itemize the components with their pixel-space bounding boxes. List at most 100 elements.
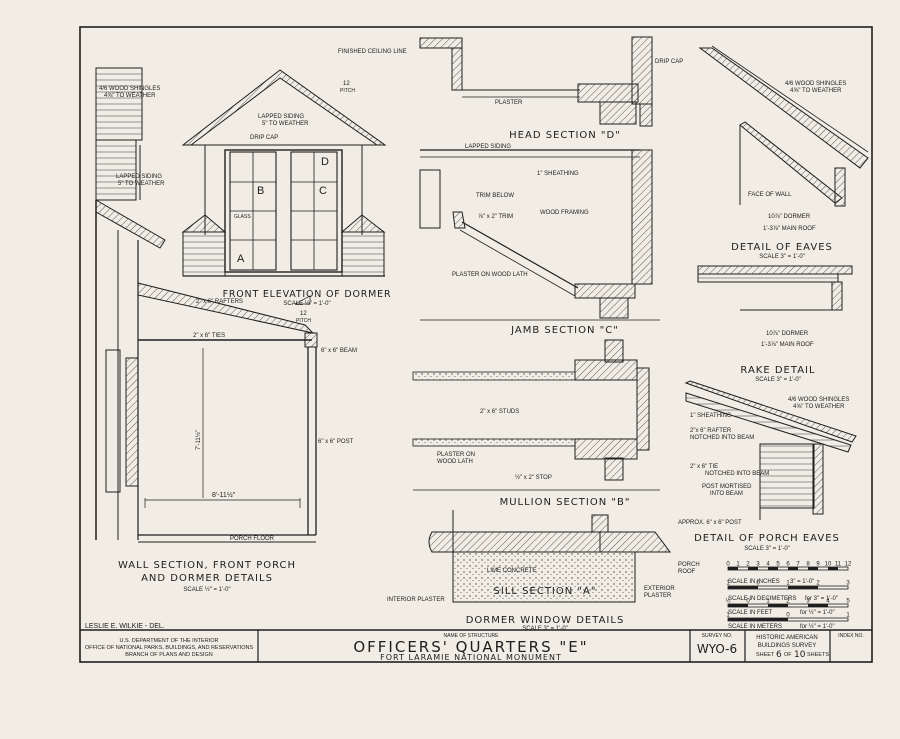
- wall-shingles-label-2: 4⅝" TO WEATHER: [104, 93, 156, 99]
- rake-detail-drawing: [697, 265, 853, 311]
- sheet-title: OFFICERS' QUARTERS "E": [353, 638, 588, 656]
- scale-tick-meters: 1: [846, 613, 850, 619]
- porch-eaves-drawing: [684, 380, 857, 520]
- wall-section-drawing: [95, 67, 318, 543]
- scale-segment-decimeters: [788, 586, 818, 589]
- letter-a: A: [237, 253, 245, 265]
- eaves-main-roof-label: 1'-3⅞" MAIN ROOF: [763, 226, 816, 232]
- scale-segment-feet: [728, 604, 748, 607]
- sheet-subtitle: FORT LARAMIE NATIONAL MONUMENT: [380, 653, 562, 662]
- scale-tick-inches: 10: [825, 562, 832, 568]
- scale-segment-inches: [788, 567, 798, 570]
- rake-main-roof-label: 1'-3⅞" MAIN ROOF: [761, 342, 814, 348]
- glass-label: GLASS: [234, 214, 251, 220]
- scale-tick-decimeters: 2: [816, 581, 820, 587]
- rafter-notched-2: NOTCHED INTO BEAM: [690, 435, 754, 441]
- rake-detail-scale: SCALE 3" = 1'-0": [755, 377, 801, 383]
- head-section-title: HEAD SECTION "D": [509, 130, 621, 141]
- letter-d: D: [321, 156, 329, 168]
- elev-siding-2: 5" TO WEATHER: [262, 121, 309, 127]
- scale-tick-inches: 3: [756, 562, 760, 568]
- scale-tick-meters: 1: [726, 613, 730, 619]
- agency-line-1: U.S. DEPARTMENT OF THE INTERIOR: [120, 638, 219, 644]
- scale-segment-inches: [768, 567, 778, 570]
- letter-b: B: [257, 185, 264, 197]
- tie-notched-2: NOTCHED INTO BEAM: [705, 471, 769, 477]
- jamb-section-title: JAMB SECTION "C": [510, 325, 619, 336]
- scale-tick-feet: ½: [725, 598, 730, 605]
- beam-label: 6" x 6" BEAM: [321, 348, 357, 354]
- rafters-label: 2" x 6" RAFTERS: [196, 299, 243, 305]
- dormer-window-details-scale: SCALE 3" = 1'-0": [522, 626, 568, 632]
- scale-decimeters-label: SCALE IN DECIMETERS: [728, 596, 796, 602]
- porch-floor-label: PORCH FLOOR: [230, 536, 275, 542]
- sill-section-title: SILL SECTION "A": [494, 586, 597, 597]
- dormer-window-details-title: DORMER WINDOW DETAILS: [466, 615, 625, 626]
- approx-post-label: APPROX. 6" x 6" POST: [678, 520, 742, 526]
- studs-label: 2" x 6" STUDS: [480, 409, 519, 415]
- agency-line-2: OFFICE OF NATIONAL PARKS, BUILDINGS, AND…: [85, 645, 254, 651]
- sheathing-label: 1" SHEATHING: [537, 171, 579, 177]
- eaves-detail-scale: SCALE 3" = 1'-0": [759, 254, 805, 260]
- post-label: 6" x 6" POST: [318, 439, 354, 445]
- plaster-lath-label: PLASTER ON WOOD LATH: [452, 272, 528, 278]
- scale-feet-label: SCALE IN FEET: [728, 610, 773, 616]
- dormer-elevation-drawing: [181, 69, 387, 277]
- porch-width-dim: 8'-11½": [212, 491, 236, 499]
- scale-tick-inches: 6: [786, 562, 790, 568]
- wall-shingles-label-1: 4/6 WOOD SHINGLES: [99, 86, 160, 92]
- scale-tick-decimeters: 3: [846, 581, 850, 587]
- elev-pitch-num: 12: [343, 81, 350, 87]
- habs-line-1: HISTORIC AMERICAN: [756, 635, 818, 641]
- porch-height-dim: 7'-11½": [195, 430, 202, 450]
- scale-segment-feet: [808, 604, 828, 607]
- porch-roof-2: ROOF: [678, 569, 696, 575]
- head-drip-cap: DRIP CAP: [655, 59, 683, 65]
- scale-segment-inches: [808, 567, 818, 570]
- eaves-detail-title: DETAIL OF EAVES: [731, 242, 833, 253]
- face-of-wall-label: FACE OF WALL: [748, 192, 792, 198]
- plaster-on-label: PLASTER ON: [437, 452, 475, 458]
- jamb-siding-label: LAPPED SIDING: [465, 144, 511, 150]
- name-of-structure-label: NAME OF STRUCTURE: [444, 633, 500, 639]
- scale-tick-inches: 1: [736, 562, 740, 568]
- porch-shingles-1: 4/6 WOOD SHINGLES: [788, 397, 849, 403]
- sheets-word: SHEETS: [807, 652, 829, 658]
- rake-detail-title: RAKE DETAIL: [740, 365, 815, 376]
- scale-tick-inches: 0: [726, 562, 730, 568]
- eaves-dormer-label: 10⅞" DORMER: [768, 214, 811, 220]
- scale-segment-meters: [728, 618, 788, 621]
- elev-pitch-label: PITCH: [340, 88, 355, 94]
- front-elevation-scale: SCALE ½" = 1'-0": [283, 300, 330, 307]
- post-mortised-1: POST MORTISED: [702, 484, 752, 490]
- porch-pitch-label: PITCH: [296, 318, 311, 324]
- scale-tick-inches: 11: [835, 562, 842, 568]
- scale-tick-feet: 0: [746, 599, 750, 605]
- plaster-label: PLASTER: [495, 100, 523, 106]
- scale-tick-decimeters: 1: [726, 581, 730, 587]
- trim-below-label: TRIM BELOW: [476, 193, 514, 199]
- wall-section-scale: SCALE ½" = 1'-0": [183, 586, 230, 593]
- scale-segment-feet: [768, 604, 788, 607]
- wall-siding-label-2: 5" TO WEATHER: [118, 181, 165, 187]
- sill-section-drawing: [428, 510, 671, 603]
- wood-framing-label: WOOD FRAMING: [540, 210, 589, 216]
- wood-lath-label: WOOD LATH: [437, 459, 473, 465]
- elev-siding-1: LAPPED SIDING: [258, 114, 304, 120]
- trim-label: ⅞" x 2" TRIM: [478, 214, 513, 220]
- sheet-border: [79, 26, 873, 663]
- scale-feet-suffix: for ½" = 1'-0": [800, 609, 835, 616]
- mullion-section-title: MULLION SECTION "B": [500, 497, 631, 508]
- scale-tick-decimeters: 1: [786, 581, 790, 587]
- scale-tick-inches: 12: [845, 562, 852, 568]
- scale-tick-inches: 8: [806, 562, 810, 568]
- interior-plaster-label: INTERIOR PLASTER: [387, 597, 445, 603]
- scale-tick-inches: 4: [766, 562, 770, 568]
- exterior-plaster-1: EXTERIOR: [644, 586, 675, 592]
- eaves-detail-drawing: [698, 45, 869, 207]
- wall-section-title-2: AND DORMER DETAILS: [141, 573, 273, 584]
- sheet-total: 10: [794, 650, 806, 660]
- survey-no: WYO-6: [697, 642, 737, 656]
